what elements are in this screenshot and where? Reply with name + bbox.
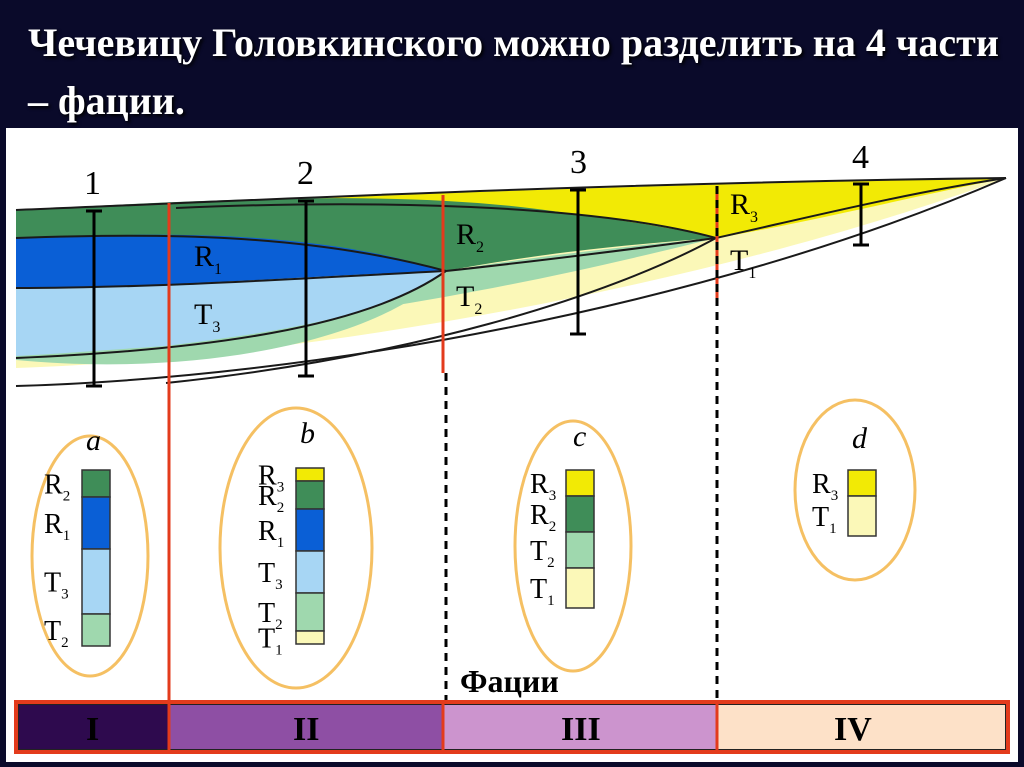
column-b-layer-r2	[296, 481, 324, 509]
column-a-layer-r2	[82, 470, 110, 497]
column-d-layer-r3	[848, 470, 876, 496]
column-b-layer-t1	[296, 631, 324, 644]
column-b-layer-t3	[296, 551, 324, 593]
column-c-label-t1: T1	[530, 574, 555, 609]
column-c-letter: c	[573, 420, 586, 453]
column-c-layer-r3	[566, 470, 594, 496]
facies-label-iv: IV	[834, 711, 872, 748]
column-b-label-t3: T3	[258, 558, 283, 593]
column-c-layer-t2	[566, 532, 594, 568]
column-c-label-t2: T2	[530, 536, 555, 571]
column-a-label-t3: T3	[44, 568, 69, 603]
column-a-layer-r1	[82, 497, 110, 549]
column-b-layer-r1	[296, 509, 324, 551]
column-a-label-r1: R1	[44, 509, 70, 544]
facies-label-ii: II	[293, 711, 319, 748]
column-a-layer-t3	[82, 549, 110, 614]
column-a-layer-t2	[82, 614, 110, 646]
profile-label-3: 3	[570, 144, 587, 181]
column-c-layer-t1	[566, 568, 594, 608]
facies-label-iii: III	[561, 711, 601, 748]
column-b-layer-r3	[296, 468, 324, 481]
facies-label-i: I	[86, 711, 99, 748]
column-a-label-t2: T2	[44, 616, 69, 651]
column-b-label-r1: R1	[258, 516, 284, 551]
column-d-letter: d	[852, 422, 868, 455]
column-d-label-r3: R3	[812, 469, 838, 504]
facies-heading: Фации	[460, 663, 559, 699]
profile-label-2: 2	[297, 155, 314, 192]
column-d-label-t1: T1	[812, 502, 837, 537]
column-b-layer-t2	[296, 593, 324, 631]
column-c-label-r2: R2	[530, 500, 556, 535]
column-a-label-r2: R2	[44, 470, 70, 505]
slide-title: Чечевицу Головкинского можно разделить н…	[28, 14, 1018, 130]
facies-bar: I II III IV	[16, 702, 1008, 752]
profile-label-4: 4	[852, 139, 869, 176]
column-c-label-r3: R3	[530, 469, 556, 504]
column-d-layer-t1	[848, 496, 876, 536]
column-b-letter: b	[300, 417, 315, 450]
profile-label-1: 1	[84, 165, 101, 202]
column-c-layer-r2	[566, 496, 594, 532]
column-a-letter: a	[86, 424, 101, 457]
